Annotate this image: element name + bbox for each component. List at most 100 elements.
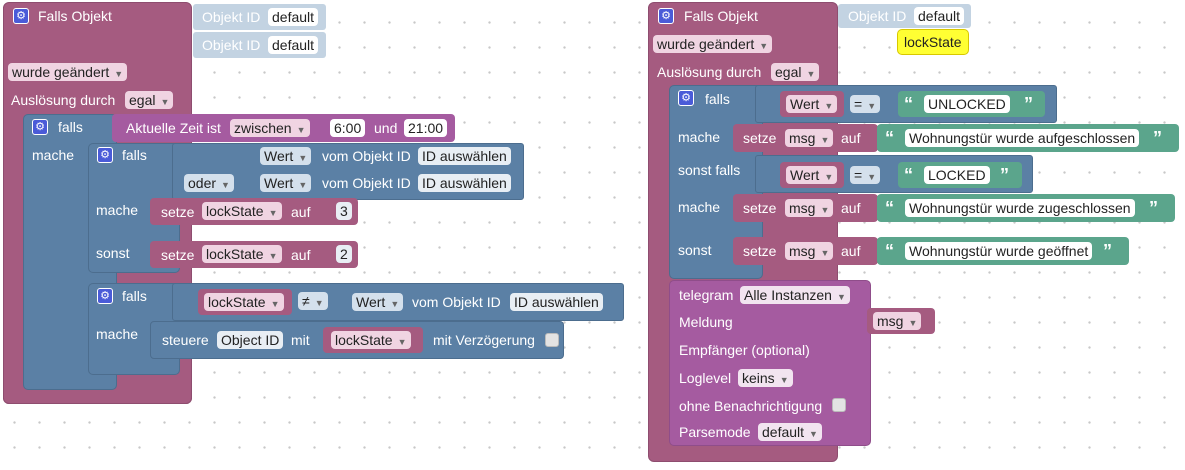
- silent-label: ohne Benachrichtigung: [679, 398, 823, 414]
- loglevel-dropdown[interactable]: keins▼: [738, 369, 793, 387]
- trigger-mode-dropdown[interactable]: wurde geändert▼: [8, 63, 128, 81]
- set-label: setze: [161, 247, 195, 263]
- compare-operator-dropdown[interactable]: ≠▼: [298, 292, 328, 310]
- text-field[interactable]: UNLOCKED: [924, 95, 1010, 113]
- message-variable-block[interactable]: msg▼: [867, 308, 935, 334]
- variable-dropdown[interactable]: lockState▼: [331, 331, 411, 349]
- trigger-mode-dropdown[interactable]: wurde geändert▼: [653, 35, 773, 53]
- equals-operator-dropdown[interactable]: =▼: [850, 95, 881, 113]
- trigger-by-label: Auslösung durch: [657, 64, 762, 80]
- text-block[interactable]: “ Wohnungstür wurde aufgeschlossen ”: [877, 124, 1179, 152]
- event-title: Falls Objekt: [684, 8, 758, 24]
- lockstate-tooltip: lockState: [897, 29, 969, 55]
- trigger-by-dropdown[interactable]: egal▼: [125, 91, 174, 109]
- variable-getter-block[interactable]: lockState▼: [198, 289, 292, 315]
- number-field[interactable]: 3: [336, 202, 352, 220]
- object-id-label: Objekt ID: [848, 8, 907, 24]
- value-of-object-block[interactable]: Wert▼ vom Objekt ID ID auswählen: [346, 289, 612, 315]
- variable-dropdown[interactable]: msg▼: [785, 199, 834, 217]
- value-getter-block[interactable]: Wert▼: [780, 162, 844, 188]
- sonst-label: sonst: [678, 242, 712, 258]
- time-condition-block[interactable]: Aktuelle Zeit ist zwischen▼ 6:00 und 21:…: [112, 114, 455, 142]
- set-variable-block[interactable]: setze lockState▼ auf 2: [150, 241, 358, 268]
- text-field[interactable]: Wohnungstür wurde zugeschlossen: [905, 199, 1135, 217]
- time-from-field[interactable]: 6:00: [330, 119, 366, 137]
- value-of-object-block[interactable]: Wert▼ vom Objekt ID ID auswählen: [252, 171, 522, 195]
- event-title: Falls Objekt: [38, 8, 112, 24]
- mache-label: mache: [96, 326, 139, 342]
- object-id-value[interactable]: default: [914, 7, 965, 25]
- quote-close-icon: ”: [1000, 165, 1009, 185]
- quote-open-icon: “: [885, 241, 894, 261]
- value-dropdown[interactable]: Wert▼: [260, 147, 312, 165]
- select-id-field[interactable]: ID auswählen: [418, 147, 511, 165]
- trigger-by-dropdown[interactable]: egal▼: [771, 63, 820, 81]
- set-label: setze: [743, 200, 777, 216]
- falls-label: falls: [58, 119, 83, 135]
- message-label: Meldung: [679, 314, 733, 330]
- parsemode-label: Parsemode: [679, 424, 751, 440]
- variable-dropdown[interactable]: lockState▼: [202, 202, 282, 220]
- variable-dropdown[interactable]: lockState▼: [202, 245, 282, 263]
- quote-close-icon: ”: [1024, 94, 1033, 114]
- text-field[interactable]: LOCKED: [924, 166, 990, 184]
- silent-checkbox[interactable]: [832, 398, 846, 412]
- sonst-label: sonst: [96, 245, 130, 261]
- text-field[interactable]: Wohnungstür wurde aufgeschlossen: [905, 129, 1140, 147]
- quote-open-icon: “: [904, 94, 913, 114]
- value-dropdown[interactable]: Wert▼: [786, 95, 838, 113]
- telegram-block[interactable]: telegram Alle Instanzen▼ Meldung Empfäng…: [669, 280, 871, 446]
- gear-icon[interactable]: ⚙: [13, 8, 29, 24]
- quote-open-icon: “: [885, 128, 894, 148]
- control-id-field[interactable]: Object ID: [217, 331, 284, 349]
- mache-label: mache: [32, 147, 75, 163]
- parsemode-dropdown[interactable]: default▼: [758, 423, 822, 441]
- time-to-field[interactable]: 21:00: [404, 119, 448, 137]
- control-block[interactable]: steuere Object ID mit lockState▼ mit Ver…: [150, 321, 564, 359]
- object-id-value[interactable]: default: [268, 8, 319, 26]
- gear-icon[interactable]: ⚙: [32, 119, 48, 135]
- set-variable-block[interactable]: setze msg▼ auf: [733, 237, 878, 265]
- gear-icon[interactable]: ⚙: [97, 147, 113, 163]
- mache-label: mache: [678, 129, 721, 145]
- set-variable-block[interactable]: setze msg▼ auf: [733, 124, 878, 152]
- object-id-block-1[interactable]: Objekt ID default: [193, 4, 326, 30]
- text-block[interactable]: “ UNLOCKED ”: [898, 91, 1045, 117]
- object-id-value[interactable]: default: [268, 36, 319, 54]
- variable-dropdown[interactable]: msg▼: [785, 242, 834, 260]
- variable-getter-block[interactable]: lockState▼: [323, 327, 423, 353]
- or-dropdown[interactable]: oder▼: [184, 174, 234, 192]
- text-block[interactable]: “ Wohnungstür wurde geöffnet ”: [877, 237, 1129, 265]
- instance-dropdown[interactable]: Alle Instanzen▼: [740, 286, 850, 304]
- value-of-object-block[interactable]: Wert▼ vom Objekt ID ID auswählen: [252, 144, 522, 168]
- object-id-block[interactable]: Objekt ID default: [838, 4, 971, 28]
- text-field[interactable]: Wohnungstür wurde geöffnet: [905, 242, 1093, 260]
- falls-label: falls: [122, 147, 147, 163]
- variable-dropdown[interactable]: msg▼: [785, 129, 834, 147]
- value-dropdown[interactable]: Wert▼: [260, 174, 312, 192]
- quote-open-icon: “: [885, 198, 894, 218]
- select-id-field[interactable]: ID auswählen: [510, 293, 603, 311]
- variable-dropdown[interactable]: msg▼: [873, 312, 922, 330]
- equals-operator-dropdown[interactable]: =▼: [850, 166, 881, 184]
- set-label: setze: [161, 204, 195, 220]
- gear-icon[interactable]: ⚙: [97, 288, 113, 304]
- gear-icon[interactable]: ⚙: [678, 90, 694, 106]
- of-object-label: vom Objekt ID: [412, 294, 501, 310]
- text-block[interactable]: “ Wohnungstür wurde zugeschlossen ”: [877, 194, 1175, 222]
- variable-dropdown[interactable]: lockState▼: [204, 293, 284, 311]
- text-block[interactable]: “ LOCKED ”: [898, 162, 1022, 188]
- value-dropdown[interactable]: Wert▼: [352, 293, 404, 311]
- number-field[interactable]: 2: [336, 245, 352, 263]
- value-getter-block[interactable]: Wert▼: [780, 91, 844, 117]
- delay-checkbox[interactable]: [545, 333, 559, 347]
- time-operator-dropdown[interactable]: zwischen▼: [230, 119, 310, 137]
- quote-open-icon: “: [904, 165, 913, 185]
- set-variable-block[interactable]: setze msg▼ auf: [733, 194, 878, 222]
- select-id-field[interactable]: ID auswählen: [418, 174, 511, 192]
- gear-icon[interactable]: ⚙: [658, 8, 674, 24]
- value-dropdown[interactable]: Wert▼: [786, 166, 838, 184]
- set-variable-block[interactable]: setze lockState▼ auf 3: [150, 198, 358, 225]
- left-event-foot: [3, 392, 192, 404]
- object-id-block-2[interactable]: Objekt ID default: [193, 32, 326, 58]
